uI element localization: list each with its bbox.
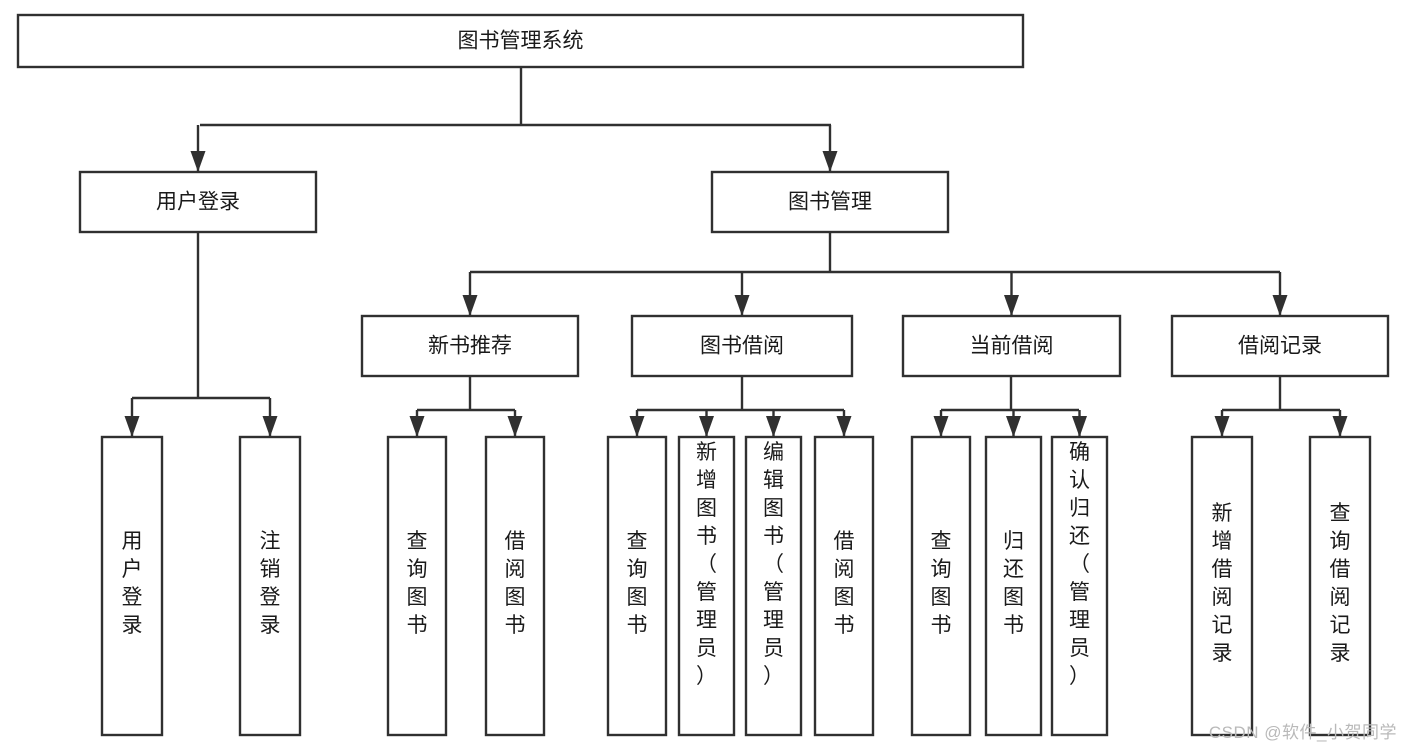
node-label-leaf-add-record: 新增借阅记录 — [1212, 502, 1233, 665]
node-box-current-borrow[interactable] — [901, 314, 1122, 378]
node-leaf-edit-book[interactable]: 编辑图书（管理员） — [744, 435, 803, 737]
node-book-borrow[interactable]: 图书借阅 — [630, 314, 854, 378]
arrow-head-icon — [933, 416, 949, 437]
connectors-layer — [124, 67, 1348, 437]
node-label-book-borrow: 图书借阅 — [700, 335, 784, 358]
arrow-head-icon — [409, 416, 425, 437]
node-box-leaf-borrow-book-1[interactable] — [484, 435, 546, 737]
node-label-leaf-query-book-2: 查询图书 — [627, 530, 648, 637]
arrow-head-icon — [124, 416, 140, 437]
arrow-head-icon — [699, 416, 714, 437]
nodes-layer: 图书管理系统用户登录图书管理新书推荐图书借阅当前借阅借阅记录用户登录注销登录查询… — [16, 13, 1390, 737]
arrow-head-icon — [1006, 416, 1021, 437]
node-box-leaf-user-login[interactable] — [100, 435, 164, 737]
node-leaf-add-record[interactable]: 新增借阅记录 — [1190, 435, 1254, 737]
node-book-manage[interactable]: 图书管理 — [710, 170, 950, 234]
arrow-head-icon — [1332, 416, 1348, 437]
node-leaf-query-book-1[interactable]: 查询图书 — [386, 435, 448, 737]
node-box-leaf-edit-book[interactable] — [744, 435, 803, 737]
node-label-leaf-query-record: 查询借阅记录 — [1330, 502, 1351, 665]
node-box-book-borrow[interactable] — [630, 314, 854, 378]
node-leaf-query-book-2[interactable]: 查询图书 — [606, 435, 668, 737]
node-box-leaf-confirm-return[interactable] — [1050, 435, 1109, 737]
node-label-leaf-return-book: 归还图书 — [1003, 530, 1024, 637]
node-label-leaf-edit-book: 编辑图书（管理员） — [763, 441, 784, 688]
node-leaf-return-book[interactable]: 归还图书 — [984, 435, 1043, 737]
node-label-current-borrow: 当前借阅 — [970, 335, 1054, 358]
node-label-borrow-record: 借阅记录 — [1238, 335, 1322, 358]
node-borrow-record[interactable]: 借阅记录 — [1170, 314, 1390, 378]
node-box-leaf-add-book[interactable] — [677, 435, 736, 737]
node-box-leaf-add-record[interactable] — [1190, 435, 1254, 737]
node-label-new-book-rec: 新书推荐 — [428, 335, 512, 358]
arrow-head-icon — [1004, 295, 1019, 316]
node-label-leaf-user-login: 用户登录 — [122, 530, 143, 637]
node-root[interactable]: 图书管理系统 — [16, 13, 1025, 69]
node-label-book-manage: 图书管理 — [788, 191, 872, 214]
node-current-borrow[interactable]: 当前借阅 — [901, 314, 1122, 378]
node-box-borrow-record[interactable] — [1170, 314, 1390, 378]
arrow-head-icon — [190, 151, 206, 172]
node-label-root: 图书管理系统 — [458, 30, 584, 53]
node-leaf-borrow-book-2[interactable]: 借阅图书 — [813, 435, 875, 737]
node-box-new-book-rec[interactable] — [360, 314, 580, 378]
node-leaf-confirm-return[interactable]: 确认归还（管理员） — [1050, 435, 1109, 737]
arrow-head-icon — [766, 416, 781, 437]
node-leaf-user-login[interactable]: 用户登录 — [100, 435, 164, 737]
arrow-head-icon — [507, 416, 523, 437]
watermark-text: CSDN @软件_小贺同学 — [1208, 723, 1397, 742]
node-leaf-add-book[interactable]: 新增图书（管理员） — [677, 435, 736, 737]
node-label-leaf-confirm-return: 确认归还（管理员） — [1069, 441, 1090, 688]
node-box-leaf-query-book-3[interactable] — [910, 435, 972, 737]
node-box-user-login[interactable] — [78, 170, 318, 234]
node-box-leaf-user-logout[interactable] — [238, 435, 302, 737]
arrow-head-icon — [836, 416, 852, 437]
node-user-login[interactable]: 用户登录 — [78, 170, 318, 234]
node-leaf-query-record[interactable]: 查询借阅记录 — [1308, 435, 1372, 737]
node-box-leaf-borrow-book-2[interactable] — [813, 435, 875, 737]
node-leaf-user-logout[interactable]: 注销登录 — [238, 435, 302, 737]
arrow-head-icon — [1214, 416, 1230, 437]
arrow-head-icon — [1272, 295, 1288, 316]
arrow-head-icon — [462, 295, 478, 316]
node-new-book-rec[interactable]: 新书推荐 — [360, 314, 580, 378]
arrow-head-icon — [734, 295, 750, 316]
arrow-head-icon — [1072, 416, 1087, 437]
node-label-leaf-borrow-book-1: 借阅图书 — [505, 530, 526, 637]
arrow-head-icon — [262, 416, 278, 437]
node-box-leaf-query-book-1[interactable] — [386, 435, 448, 737]
arrow-head-icon — [822, 151, 838, 172]
node-label-leaf-query-book-1: 查询图书 — [407, 530, 428, 637]
arrow-head-icon — [629, 416, 645, 437]
node-box-book-manage[interactable] — [710, 170, 950, 234]
node-label-leaf-borrow-book-2: 借阅图书 — [834, 530, 855, 637]
node-label-leaf-user-logout: 注销登录 — [260, 530, 281, 637]
node-leaf-query-book-3[interactable]: 查询图书 — [910, 435, 972, 737]
node-box-leaf-query-record[interactable] — [1308, 435, 1372, 737]
node-leaf-borrow-book-1[interactable]: 借阅图书 — [484, 435, 546, 737]
node-box-leaf-query-book-2[interactable] — [606, 435, 668, 737]
node-label-leaf-query-book-3: 查询图书 — [931, 530, 952, 637]
node-box-root[interactable] — [16, 13, 1025, 69]
node-box-leaf-return-book[interactable] — [984, 435, 1043, 737]
node-label-leaf-add-book: 新增图书（管理员） — [696, 441, 717, 688]
node-label-user-login: 用户登录 — [156, 191, 240, 214]
